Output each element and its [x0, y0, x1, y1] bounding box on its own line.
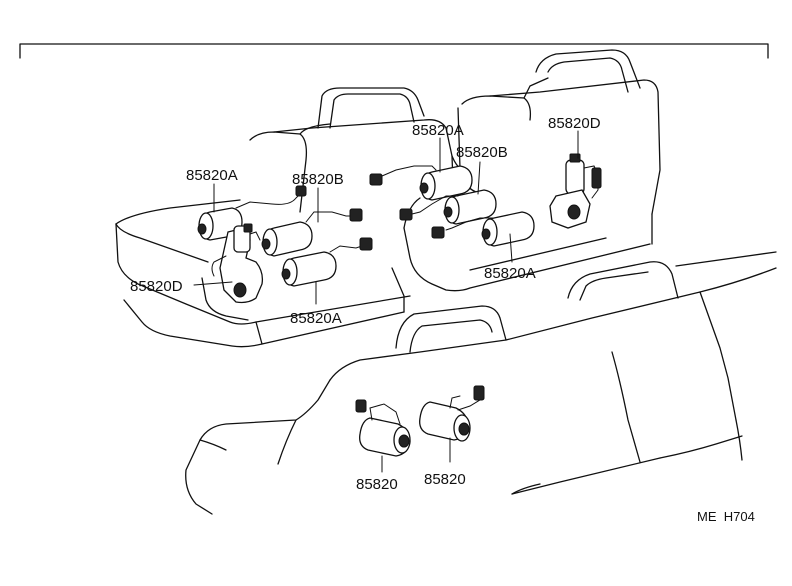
left-seat-outline: [115, 87, 463, 348]
label-85820a-left-upper: 85820A: [186, 167, 238, 184]
diagram-code: ME H704: [697, 509, 755, 524]
label-85820d-left: 85820D: [130, 278, 183, 295]
label-85820-lower-2: 85820: [424, 471, 466, 488]
motor-85820b-left: [261, 208, 363, 257]
label-85820b-right: 85820B: [456, 144, 508, 161]
motor-85820d-left: [211, 223, 264, 304]
motor-85820a-right-upper: [369, 165, 473, 201]
label-85820d-right: 85820D: [548, 115, 601, 132]
leader-lines: [193, 130, 579, 473]
frame-border: [19, 43, 769, 59]
label-85820a-right-upper: 85820A: [412, 122, 464, 139]
motor-85820-lower-2: [419, 385, 485, 442]
label-85820a-right-lower: 85820A: [484, 265, 536, 282]
label-85820a-left-lower: 85820A: [290, 310, 342, 327]
motor-85820-lower-1: [355, 399, 411, 457]
right-seat-outline: [403, 49, 661, 292]
motor-85820d-right: [549, 153, 602, 229]
label-85820b-left: 85820B: [292, 171, 344, 188]
label-85820-lower-1: 85820: [356, 476, 398, 493]
motor-85820a-right-lower: [431, 211, 535, 247]
lower-seat-outline: [185, 251, 777, 515]
motor-85820a-left-lower: [281, 237, 373, 287]
motor-85820b-right: [399, 189, 497, 225]
